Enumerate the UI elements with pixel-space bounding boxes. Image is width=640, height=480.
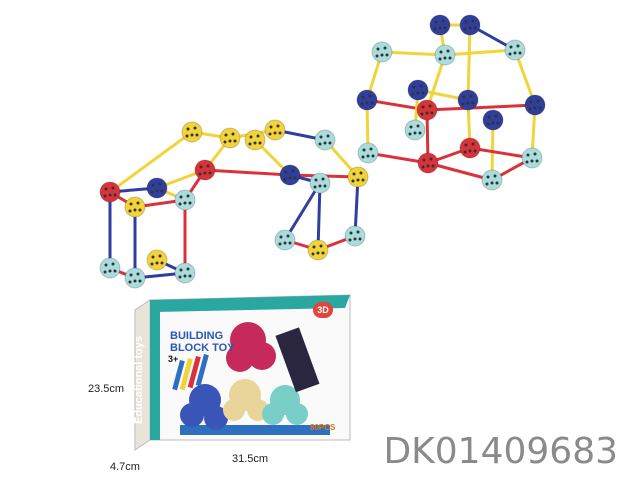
box-side-text: Educational toys bbox=[133, 335, 145, 425]
ball-teal bbox=[371, 41, 393, 63]
rod bbox=[490, 119, 495, 181]
rod bbox=[316, 182, 322, 251]
ball-red bbox=[194, 159, 216, 181]
ball-teal bbox=[344, 225, 366, 247]
ball-blue bbox=[482, 109, 504, 131]
rod bbox=[426, 103, 536, 112]
ball-teal bbox=[521, 147, 543, 169]
ball-blue bbox=[146, 177, 168, 199]
ball-cluster-teal bbox=[262, 385, 308, 425]
ball-blue bbox=[279, 164, 301, 186]
ball-blue bbox=[457, 89, 479, 111]
sku-label: DK01409683 bbox=[383, 431, 618, 472]
rod bbox=[367, 151, 429, 165]
ball-teal bbox=[174, 262, 196, 284]
tube-pack bbox=[275, 327, 320, 393]
ball-yellow bbox=[124, 196, 146, 218]
dimension-width: 31.5cm bbox=[232, 453, 269, 465]
rod bbox=[109, 130, 193, 194]
ball-teal bbox=[314, 129, 336, 151]
product-box bbox=[134, 294, 351, 451]
box-title-line1: BUILDING bbox=[170, 330, 224, 342]
ball-blue bbox=[524, 94, 546, 116]
rod bbox=[427, 161, 493, 182]
ball-teal bbox=[481, 169, 503, 191]
ball-teal bbox=[124, 267, 146, 289]
ball-yellow bbox=[347, 166, 369, 188]
ball-teal bbox=[434, 44, 456, 66]
dimension-height: 23.5cm bbox=[88, 383, 125, 395]
age-label: 3+ bbox=[168, 354, 179, 364]
balls bbox=[99, 14, 546, 289]
ball-yellow bbox=[181, 121, 203, 143]
ball-teal bbox=[357, 142, 379, 164]
ball-blue bbox=[356, 89, 378, 111]
ball-yellow bbox=[307, 239, 329, 261]
box-title: BUILDING BLOCK TOY bbox=[170, 330, 235, 354]
rod-bundle bbox=[172, 353, 209, 391]
rod bbox=[283, 182, 322, 241]
rod bbox=[444, 48, 516, 57]
rod bbox=[204, 168, 291, 177]
rod bbox=[381, 50, 446, 57]
ball-teal bbox=[404, 119, 426, 141]
ball-red bbox=[417, 152, 439, 174]
badge-3d: 3D bbox=[313, 302, 333, 318]
rod bbox=[469, 146, 533, 160]
ball-yellow bbox=[219, 127, 241, 149]
ball-teal bbox=[309, 172, 331, 194]
ball-cluster-red bbox=[226, 322, 276, 372]
ball-yellow bbox=[244, 129, 266, 151]
ball-teal bbox=[99, 257, 121, 279]
dimension-depth: 4.7cm bbox=[110, 461, 140, 473]
ball-yellow bbox=[146, 249, 168, 271]
piece-count: 80PCS bbox=[310, 423, 336, 432]
ball-blue bbox=[429, 14, 451, 36]
box-title-line2: BLOCK TOY bbox=[170, 342, 235, 354]
ball-cluster-blue bbox=[180, 384, 228, 430]
ball-blue bbox=[459, 14, 481, 36]
ball-red bbox=[99, 181, 121, 203]
rod bbox=[466, 24, 472, 101]
ball-red bbox=[459, 137, 481, 159]
ball-blue bbox=[407, 79, 429, 101]
ball-yellow bbox=[264, 119, 286, 141]
ball-red bbox=[416, 99, 438, 121]
ball-teal bbox=[504, 39, 526, 61]
ball-teal bbox=[274, 229, 296, 251]
ball-teal bbox=[174, 189, 196, 211]
